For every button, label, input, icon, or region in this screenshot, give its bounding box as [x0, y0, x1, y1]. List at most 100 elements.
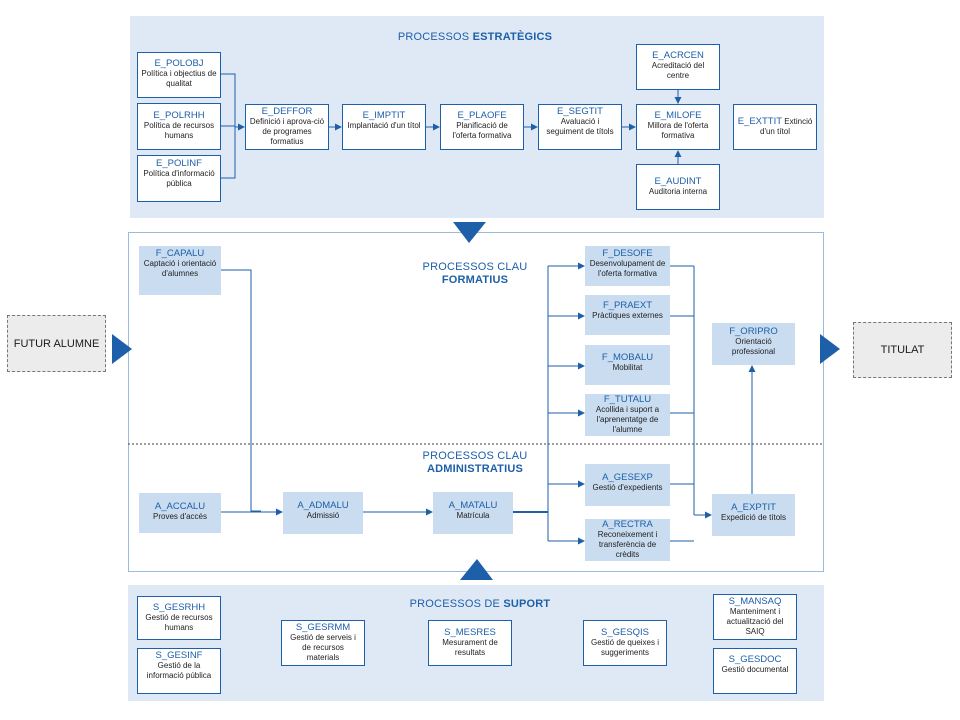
process-e-imptit[interactable]: E_IMPTIT Implantació d'un títol: [342, 104, 426, 150]
process-description: Acreditació del centre: [651, 61, 705, 80]
process-s-mansaq[interactable]: S_MANSAQ Manteniment i actualització del…: [713, 594, 797, 640]
process-code: A_RECTRA: [602, 519, 653, 530]
process-code: S_GESQIS: [600, 627, 650, 638]
process-description: Avaluació i seguiment de títols: [546, 117, 614, 136]
process-code: E_POLRHH: [153, 110, 205, 121]
process-description: Gestió de recursos humans: [145, 613, 213, 632]
process-e-polinf[interactable]: E_POLINF Política d'informació pública: [137, 155, 221, 202]
process-a-rectra[interactable]: A_RECTRA Reconeixement i transferència d…: [585, 519, 670, 561]
process-code: E_PLAOFE: [457, 110, 507, 121]
process-f-capalu[interactable]: F_CAPALU Captació i orientació d'alumnes: [139, 246, 221, 295]
process-code: S_MANSAQ: [728, 596, 782, 607]
process-code: E_POLINF: [156, 158, 202, 169]
support-title: PROCESSOS DE SUPORT: [409, 598, 551, 610]
process-e-polrhh[interactable]: E_POLRHH Política de recursos humans: [137, 103, 221, 150]
process-code: E_AUDINT: [654, 176, 702, 187]
process-f-praext[interactable]: F_PRAEXT Pràctiques externes: [585, 295, 670, 335]
process-description: Reconeixement i transferència de crèdits: [597, 530, 658, 559]
process-code: S_GESDOC: [728, 654, 782, 665]
process-description: Acollida i suport a l'aprenentatge de l'…: [595, 405, 660, 434]
process-a-admalu[interactable]: A_ADMALU Admissió: [283, 492, 363, 534]
process-description: Gestió de queixes i suggeriments: [590, 638, 660, 657]
process-code: E_ACRCEN: [652, 50, 704, 61]
process-a-exptit[interactable]: A_EXPTIT Expedició de títols: [712, 494, 795, 536]
flow-arrow-right: [112, 334, 132, 364]
process-e-exttit[interactable]: E_EXTTIT Extinció d'un títol: [733, 104, 817, 150]
strategic-title: PROCESSOS ESTRATÈGICS: [397, 31, 553, 43]
process-description: Política d'informació pública: [143, 169, 215, 188]
process-code: E_EXTTIT: [737, 116, 783, 127]
process-code: F_ORIPRO: [729, 326, 778, 337]
process-description: Expedició de títols: [721, 513, 786, 522]
process-code: F_PRAEXT: [602, 300, 653, 311]
process-code: A_ACCALU: [154, 501, 206, 512]
process-code: E_SEGTIT: [557, 106, 603, 117]
process-code: S_GESRHH: [152, 602, 206, 613]
process-description: Implantació d'un títol: [347, 121, 421, 130]
process-code: F_DESOFE: [602, 248, 653, 259]
process-code: E_IMPTIT: [362, 110, 406, 121]
flow-arrow-up: [460, 559, 493, 580]
process-s-gesdoc[interactable]: S_GESDOC Gestió documental: [713, 648, 797, 694]
process-description: Política de recursos humans: [143, 121, 215, 140]
process-e-acrcen[interactable]: E_ACRCEN Acreditació del centre: [636, 44, 720, 90]
process-f-desofe[interactable]: F_DESOFE Desenvolupament de l'oferta for…: [585, 246, 670, 286]
process-e-audint[interactable]: E_AUDINT Auditoria interna: [636, 164, 720, 210]
process-code: E_MILOFE: [654, 110, 702, 121]
process-a-accalu[interactable]: A_ACCALU Proves d'accés: [139, 493, 221, 533]
process-s-mesres[interactable]: S_MESRES Mesurament de resultats: [428, 620, 512, 666]
process-description: Gestió de serveis i de recursos material…: [290, 633, 356, 662]
process-description: Definició i aprova-ció de programes form…: [249, 117, 325, 146]
process-description: Planificació de l'oferta formativa: [452, 121, 512, 140]
process-s-gesqis[interactable]: S_GESQIS Gestió de queixes i suggeriment…: [583, 620, 667, 666]
process-description: Gestió documental: [721, 665, 789, 674]
process-description: Millora de l'oferta formativa: [647, 121, 709, 140]
process-description: Matrícula: [456, 511, 490, 520]
process-description: Mobilitat: [612, 363, 643, 372]
process-e-segtit[interactable]: E_SEGTIT Avaluació i seguiment de títols: [538, 104, 622, 150]
process-e-polobj[interactable]: E_POLOBJ Política i objectius de qualita…: [137, 52, 221, 98]
process-code: F_CAPALU: [155, 248, 205, 259]
process-e-milofe[interactable]: E_MILOFE Millora de l'oferta formativa: [636, 104, 720, 150]
connector: [221, 269, 261, 512]
process-description: Pràctiques externes: [592, 311, 663, 320]
process-description: Gestió d'expedients: [592, 483, 663, 492]
process-code: E_POLOBJ: [154, 58, 204, 69]
start-node: FUTUR ALUMNE: [7, 315, 106, 372]
process-s-gesinf[interactable]: S_GESINF Gestió de la informació pública: [137, 648, 221, 694]
process-a-matalu[interactable]: A_MATALU Matrícula: [433, 492, 513, 534]
process-code: A_EXPTIT: [731, 502, 776, 513]
process-code: S_MESRES: [444, 627, 496, 638]
process-code: F_TUTALU: [603, 394, 652, 405]
process-code: S_GESRMM: [295, 622, 351, 633]
end-node: TITULAT: [853, 322, 952, 378]
process-f-tutalu[interactable]: F_TUTALU Acollida i suport a l'aprenenta…: [585, 394, 670, 436]
process-description: Proves d'accés: [153, 512, 207, 521]
process-code: A_MATALU: [448, 500, 498, 511]
process-code: S_GESINF: [155, 650, 203, 661]
process-e-deffor[interactable]: E_DEFFOR Definició i aprova-ció de progr…: [245, 104, 329, 150]
process-description: Captació i orientació d'alumnes: [143, 259, 217, 278]
process-a-gesexp[interactable]: A_GESEXP Gestió d'expedients: [585, 464, 670, 506]
process-description: Gestió de la informació pública: [146, 661, 212, 680]
process-f-mobalu[interactable]: F_MOBALU Mobilitat: [585, 345, 670, 385]
flow-arrow-down: [453, 222, 486, 243]
process-description: Mesurament de resultats: [442, 638, 498, 657]
process-description: Auditoria interna: [648, 187, 708, 196]
process-description: Desenvolupament de l'oferta formativa: [589, 259, 666, 278]
process-s-gesrmm[interactable]: S_GESRMM Gestió de serveis i de recursos…: [281, 620, 365, 666]
process-e-plaofe[interactable]: E_PLAOFE Planificació de l'oferta format…: [440, 104, 524, 150]
process-code: E_DEFFOR: [261, 106, 313, 117]
process-f-oripro[interactable]: F_ORIPRO Orientació professional: [712, 323, 795, 365]
process-description: Extinció d'un títol: [760, 117, 813, 136]
process-code: F_MOBALU: [601, 352, 654, 363]
process-description: Manteniment i actualització del SAIQ: [726, 607, 784, 636]
flow-arrow-right: [820, 334, 840, 364]
process-code: A_GESEXP: [602, 472, 653, 483]
process-description: Política i objectius de qualitat: [141, 69, 217, 88]
process-description: Orientació professional: [731, 337, 776, 356]
process-s-gesrhh[interactable]: S_GESRHH Gestió de recursos humans: [137, 596, 221, 640]
